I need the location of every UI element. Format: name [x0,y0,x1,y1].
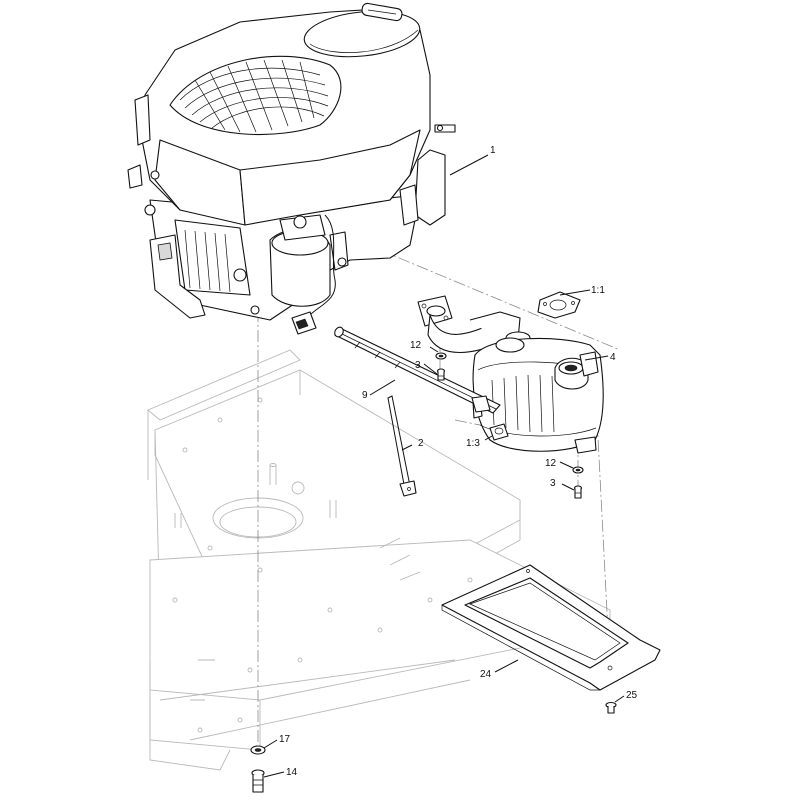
clamp [489,423,509,441]
callout-bolt-upper: 3 [415,360,421,371]
callout-frame-bolt: 14 [286,767,298,778]
callout-washer-lower: 12 [545,458,557,469]
heat-shield [441,564,661,691]
callout-clamp: 1:3 [466,438,480,449]
callout-support-rod: 2 [418,438,424,449]
frame-hardware [250,745,266,793]
callout-engine: 1 [490,145,496,156]
mower-frame-ghost [147,349,611,771]
callout-frame-washer: 17 [279,734,291,745]
engine-assembly [127,2,456,335]
callout-bolt-lower: 3 [550,478,556,489]
callout-muffler: 4 [610,352,616,363]
callout-heat-shield: 24 [480,669,492,680]
exhaust-pipe [334,326,501,414]
upper-hardware [435,352,447,381]
lower-hardware [572,466,584,499]
support-rod [387,395,417,497]
shield-screw [605,701,617,714]
exhaust-gasket [537,291,581,319]
callout-labels: 1 1:1 4 12 3 9 2 1:3 12 3 24 25 17 14 [279,145,638,778]
callout-exhaust-pipe: 9 [362,390,368,401]
callout-shield-screw: 25 [626,690,638,701]
callout-gasket: 1:1 [591,285,605,296]
callout-washer-upper: 12 [410,340,422,351]
leader-lines [263,154,625,778]
